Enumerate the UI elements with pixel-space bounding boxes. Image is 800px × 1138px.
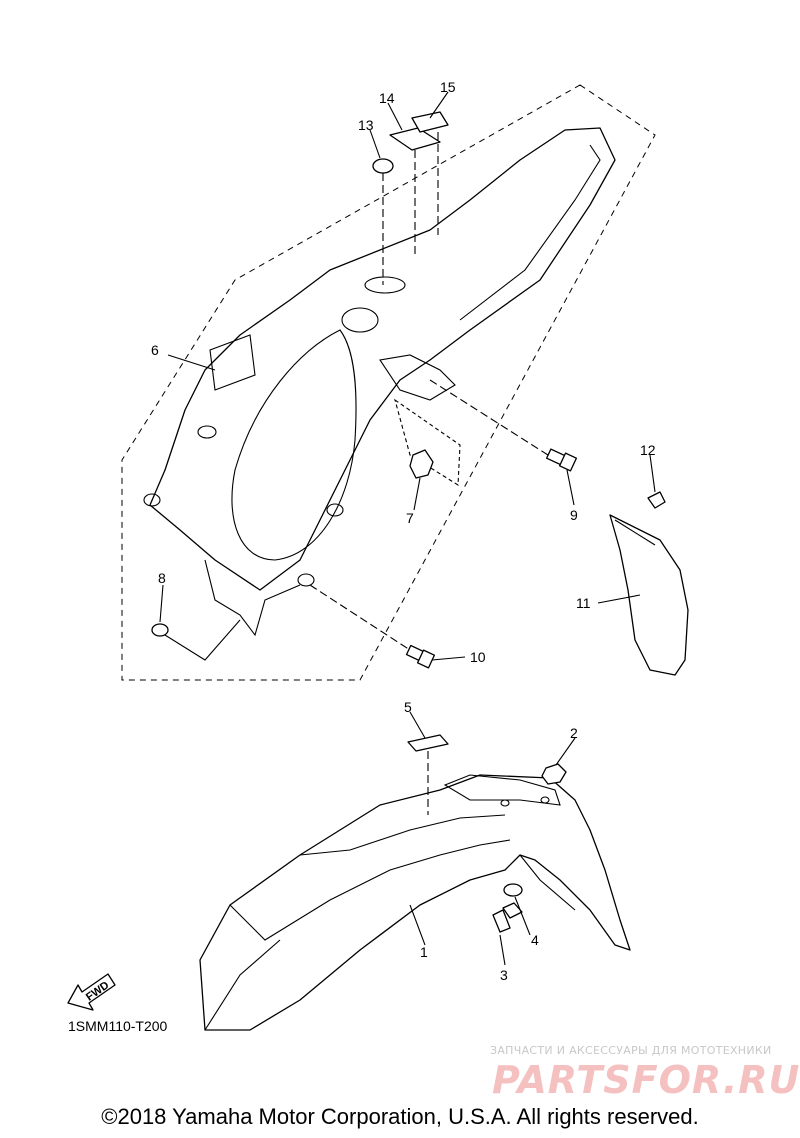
front-fender[interactable] — [199, 774, 631, 1031]
callout-4: 4 — [531, 932, 539, 948]
bolt-part-3[interactable] — [492, 902, 523, 933]
callout-7: 7 — [406, 510, 414, 526]
callout-6: 6 — [151, 342, 159, 358]
callout-11: 11 — [576, 595, 591, 611]
fwd-arrow-icon: FWD — [67, 973, 116, 1011]
washer-part-8[interactable] — [151, 619, 241, 661]
nut-part-7[interactable] — [394, 398, 461, 486]
rivet-part-12[interactable] — [647, 491, 666, 509]
bolt-part-9[interactable] — [429, 379, 578, 472]
callout-14: 14 — [379, 90, 395, 106]
assembly-boundary — [121, 84, 656, 681]
callout-3: 3 — [500, 967, 508, 983]
leader-lines — [159, 91, 656, 966]
grommet-part-13[interactable] — [372, 158, 394, 285]
callout-5: 5 — [404, 699, 412, 715]
copyright-notice: ©2018 Yamaha Motor Corporation, U.S.A. A… — [101, 1104, 699, 1129]
rear-fender[interactable] — [143, 127, 616, 637]
callout-2: 2 — [570, 725, 578, 741]
callout-15: 15 — [440, 79, 456, 95]
decal-part-15[interactable] — [411, 111, 449, 235]
diagram-code: 1SMM110-T200 — [68, 1018, 168, 1034]
callout-1: 1 — [420, 944, 428, 960]
callout-8: 8 — [158, 570, 166, 586]
decal-part-5[interactable] — [407, 734, 449, 815]
callout-labels: 1 2 3 4 5 6 7 8 9 10 11 12 13 14 15 — [151, 79, 656, 983]
nut-part-2[interactable] — [541, 763, 567, 785]
callout-10: 10 — [470, 649, 486, 665]
callout-13: 13 — [358, 117, 374, 133]
watermark-logo: PARTSFOR.RU — [492, 1058, 800, 1102]
mud-flap-part-11[interactable] — [609, 514, 689, 676]
washer-part-4[interactable] — [503, 883, 523, 897]
watermark-tagline: ЗАПЧАСТИ И АКСЕССУАРЫ ДЛЯ МОТОТЕХНИКИ — [490, 1044, 772, 1057]
callout-12: 12 — [640, 442, 656, 458]
bolt-part-10[interactable] — [309, 584, 436, 669]
callout-9: 9 — [570, 507, 578, 523]
decal-part-14[interactable] — [389, 127, 441, 255]
